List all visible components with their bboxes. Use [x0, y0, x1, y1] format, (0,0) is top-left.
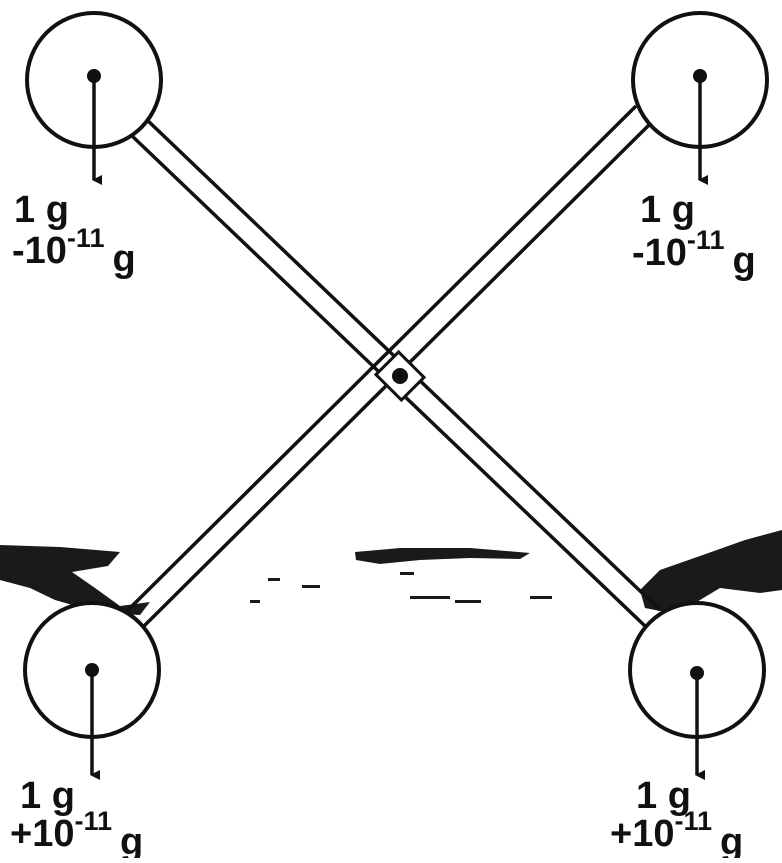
mass-bottom-left — [23, 601, 161, 780]
delta-exponent: -11 — [67, 223, 105, 253]
label-bottom-right: 1 g +10-11 g — [610, 775, 743, 863]
delta-exponent: -11 — [687, 225, 725, 255]
mass-label: 1 g — [14, 189, 69, 231]
smudge-right — [640, 530, 782, 612]
delta-prefix: +10 — [610, 813, 674, 855]
smudge-left — [0, 545, 150, 615]
delta-prefix: -10 — [12, 230, 67, 272]
delta-exponent: -11 — [74, 806, 112, 836]
mass-bottom-right — [628, 601, 766, 780]
pivot — [373, 349, 427, 403]
delta-label: +10-11 g — [610, 806, 743, 858]
mass-top-right — [631, 11, 769, 185]
delta-unit: g — [120, 821, 143, 858]
delta-prefix: +10 — [10, 813, 74, 855]
delta-prefix: -10 — [632, 232, 687, 274]
mass-top-left — [25, 11, 163, 185]
scan-smudges — [0, 530, 782, 615]
delta-unit: g — [112, 238, 135, 280]
smudge-mid — [355, 548, 530, 564]
label-bottom-left: 1 g +10-11 g — [10, 775, 143, 863]
delta-label: +10-11 g — [10, 806, 143, 858]
delta-unit: g — [732, 240, 755, 282]
delta-exponent: -11 — [674, 806, 712, 836]
mass-label: 1 g — [20, 775, 75, 817]
mass-label: 1 g — [636, 775, 691, 817]
mass-label: 1 g — [640, 189, 695, 231]
delta-unit: g — [720, 821, 743, 858]
